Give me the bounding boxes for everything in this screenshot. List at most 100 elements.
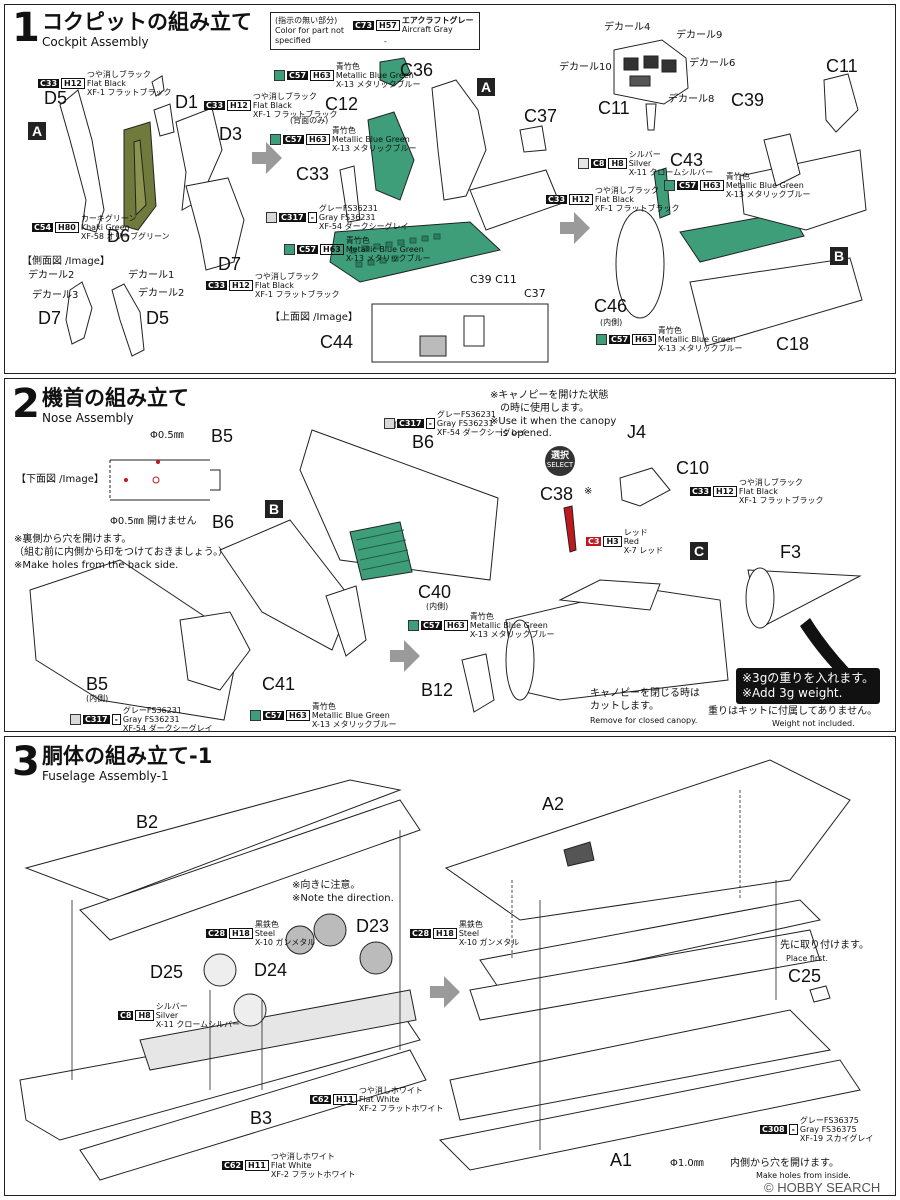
h: H63	[286, 710, 310, 721]
jp: グレーFS36375	[799, 1116, 859, 1125]
select-badge: 選択 SELECT	[545, 446, 575, 476]
top-view-panel	[371, 303, 549, 363]
color-h: H57	[376, 19, 400, 31]
code: C54	[32, 223, 54, 232]
jp: つや消しホワイト	[358, 1086, 423, 1095]
part-d5-side: D5	[146, 308, 170, 328]
h: H12	[227, 100, 251, 111]
jp2: XF-2 フラットホワイト	[270, 1170, 356, 1179]
decal-9: デカール9	[676, 30, 723, 41]
phi-10: Φ1.0㎜	[670, 1158, 704, 1169]
decal-10: デカール10	[559, 62, 612, 73]
h: H63	[310, 70, 334, 81]
h: H12	[713, 486, 737, 497]
h: H18	[433, 928, 457, 939]
arrow-gray-3	[390, 640, 420, 672]
jp: 青竹色	[345, 236, 370, 245]
part-d1: D1	[175, 92, 199, 112]
part-c12: C12	[325, 94, 359, 114]
arrow-gray-4	[430, 976, 460, 1008]
badge-a-left: A	[28, 122, 46, 140]
en: Khaki Green	[80, 223, 130, 232]
weight-not-included-en: Weight not included.	[772, 719, 855, 728]
bottom-view-diagram	[109, 459, 221, 501]
en: Flat White	[358, 1095, 400, 1104]
badge-b-step2: B	[265, 500, 283, 518]
en: Silver	[628, 159, 652, 168]
en: Metallic Blue Green	[345, 245, 424, 254]
h: -	[788, 1124, 798, 1135]
h: H63	[320, 244, 344, 255]
code: C33	[204, 101, 226, 110]
jp: 青竹色	[469, 612, 494, 621]
decal-2-left: デカール2	[28, 270, 75, 281]
jp2: X-13 メタリックブルー	[311, 720, 397, 729]
code: C317	[279, 213, 306, 222]
decal-1: デカール1	[128, 270, 175, 281]
h: H12	[229, 280, 253, 291]
jp2: XF-58 オリーブグリーン	[80, 232, 170, 241]
en: Gray FS36231	[318, 213, 376, 222]
h: H63	[444, 620, 468, 631]
inner-note-b5: (内側)	[86, 694, 109, 703]
step1-title-jp: コクピットの組み立て	[42, 10, 252, 34]
code: C33	[546, 195, 568, 204]
weight-en: ※Add 3g weight.	[742, 686, 843, 700]
jp: グレーFS36231	[436, 410, 496, 419]
code: C308	[760, 1125, 787, 1134]
swatch	[70, 714, 81, 725]
jp: つや消しブラック	[594, 186, 659, 195]
code: C317	[83, 715, 110, 724]
closed-canopy-en: Remove for closed canopy.	[590, 716, 698, 725]
side-view-label: 【側面図 /Image】	[22, 256, 110, 267]
h: H3	[603, 536, 622, 547]
instrument-panel	[613, 39, 689, 131]
part-b6-view: B6	[212, 512, 235, 532]
part-b2: B2	[136, 812, 159, 832]
side-view-seats	[65, 281, 145, 357]
phi-05-no: Φ0.5㎜ 開けません	[110, 516, 197, 527]
unspecified-label-1: (指示の無い部分)	[275, 16, 338, 25]
swatch	[250, 710, 261, 721]
part-b5-lower: B5	[86, 674, 109, 694]
direction-note-jp: ※向きに注意。	[292, 880, 361, 891]
step3-title-jp: 胴体の組み立て-1	[42, 744, 213, 768]
part-c25: C25	[788, 966, 822, 986]
part-c43: C43	[670, 150, 704, 170]
c38-asterisk: ※	[584, 486, 593, 497]
step2-title-jp: 機首の組み立て	[42, 386, 189, 410]
jp: 青竹色	[657, 326, 682, 335]
code: C57	[609, 335, 631, 344]
weight-note-box: ※3gの重りを入れます。 ※Add 3g weight.	[736, 668, 881, 704]
color-en: Aircraft Gray	[401, 25, 453, 34]
en: Steel	[458, 929, 480, 938]
h: H12	[569, 194, 593, 205]
en: Gray FS36375	[799, 1125, 857, 1134]
jp2: X-13 メタリックブルー	[345, 254, 431, 263]
part-d25: D25	[150, 962, 184, 982]
part-b5: B5	[211, 426, 234, 446]
jp: 青竹色	[725, 172, 750, 181]
jp: 黒鉄色	[254, 920, 279, 929]
jp2: X-7 レッド	[623, 546, 664, 555]
canopy-note-jp: ※キャノピーを開けた状態	[490, 390, 609, 401]
step3-number: 3	[12, 739, 40, 785]
en: Metallic Blue Green	[725, 181, 804, 190]
h: H11	[245, 1160, 269, 1171]
part-b6: B6	[412, 432, 435, 452]
swatch	[284, 244, 295, 255]
hobby-search-watermark: © HOBBY SEARCH	[764, 1180, 881, 1195]
swatch	[596, 334, 607, 345]
jp: つや消しホワイト	[270, 1152, 335, 1161]
jp2: X-13 メタリックブルー	[469, 630, 555, 639]
h: H11	[333, 1094, 357, 1105]
jp2: X-13 メタリックブルー	[725, 190, 811, 199]
